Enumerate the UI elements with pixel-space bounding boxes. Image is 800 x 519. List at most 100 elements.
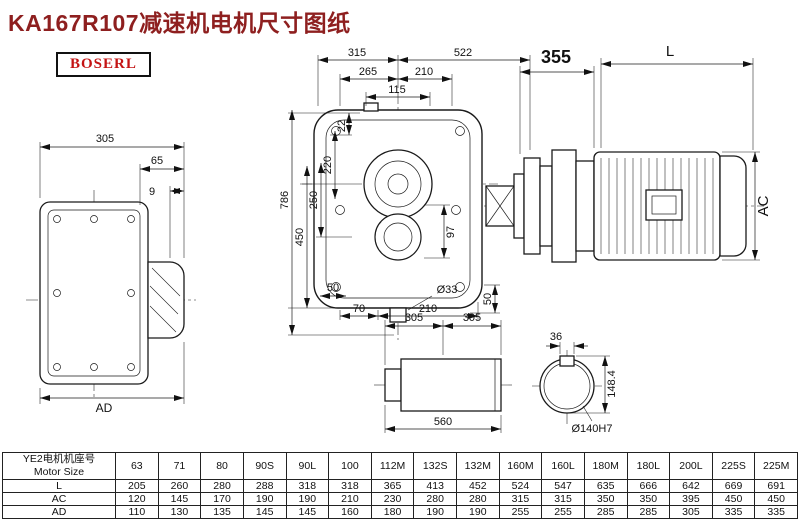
frame-size-col-header: 90L bbox=[285, 452, 330, 480]
dim-front-210-top: 210 bbox=[415, 66, 433, 78]
dim-value-cell: 350 bbox=[626, 492, 671, 506]
dim-shaft-560: 560 bbox=[434, 416, 452, 428]
frame-size-col-header: 132S bbox=[413, 452, 457, 480]
dim-value-cell: 288 bbox=[242, 479, 287, 493]
dim-value-cell: 305 bbox=[669, 505, 713, 519]
dim-value-cell: 130 bbox=[157, 505, 202, 519]
dim-value-cell: 190 bbox=[285, 492, 330, 506]
dim-front-522: 522 bbox=[454, 47, 472, 59]
dim-value-cell: 280 bbox=[413, 492, 457, 506]
frame-size-col-header: 112M bbox=[370, 452, 415, 480]
dim-value-cell: 170 bbox=[200, 492, 244, 506]
dim-value-cell: 145 bbox=[285, 505, 330, 519]
dim-rear-9: 9 bbox=[149, 186, 155, 198]
dim-front-210-bottom: 210 bbox=[419, 303, 437, 315]
dim-value-cell: 669 bbox=[711, 479, 756, 493]
row-label: AD bbox=[2, 505, 116, 519]
frame-size-col-header: 71 bbox=[157, 452, 202, 480]
dim-front-50-right: 50 bbox=[482, 293, 494, 305]
frame-size-col-header: 160M bbox=[498, 452, 543, 480]
dim-value-cell: 160 bbox=[328, 505, 372, 519]
dim-value-cell: 395 bbox=[669, 492, 713, 506]
dim-front-786: 786 bbox=[279, 191, 291, 209]
frame-size-col-header: 180L bbox=[626, 452, 671, 480]
dim-value-cell: 335 bbox=[754, 505, 798, 519]
rear-view: 305 65 9 AD bbox=[26, 133, 196, 415]
dim-shaft-305-right: 305 bbox=[463, 312, 481, 324]
frame-size-col-header: 90S bbox=[242, 452, 287, 480]
dim-rear-305: 305 bbox=[96, 133, 114, 145]
dim-value-cell: 635 bbox=[583, 479, 628, 493]
frame-size-col-header: 225M bbox=[754, 452, 798, 480]
dim-value-cell: 450 bbox=[754, 492, 798, 506]
front-view: 315 522 265 210 115 22 220 250 450 786 9… bbox=[279, 47, 531, 340]
page-title: KA167R107减速机电机尺寸图纸 bbox=[8, 10, 351, 36]
dim-value-cell: 145 bbox=[242, 505, 287, 519]
row-label: AC bbox=[2, 492, 116, 506]
dim-value-cell: 413 bbox=[413, 479, 457, 493]
dim-value-cell: 365 bbox=[370, 479, 415, 493]
dim-value-cell: 524 bbox=[498, 479, 543, 493]
brand-logo: BOSERL bbox=[56, 52, 151, 77]
dim-value-cell: 452 bbox=[456, 479, 500, 493]
dim-motor-AC: AC bbox=[755, 195, 772, 216]
dim-value-cell: 255 bbox=[498, 505, 543, 519]
dim-front-115: 115 bbox=[388, 84, 406, 96]
dim-front-70: 70 bbox=[353, 303, 365, 315]
motor-side-view: 355 L AC bbox=[484, 43, 772, 263]
dim-front-315: 315 bbox=[348, 47, 366, 59]
dim-front-220: 220 bbox=[322, 156, 334, 174]
dim-value-cell: 450 bbox=[711, 492, 756, 506]
frame-size-col-header: 180M bbox=[583, 452, 628, 480]
dim-value-cell: 642 bbox=[669, 479, 713, 493]
dim-value-cell: 120 bbox=[115, 492, 159, 506]
dim-rear-65: 65 bbox=[151, 155, 163, 167]
frame-size-col-header: 160L bbox=[541, 452, 585, 480]
dim-value-cell: 180 bbox=[370, 505, 415, 519]
dim-motor-355: 355 bbox=[541, 47, 571, 67]
dim-value-cell: 190 bbox=[242, 492, 287, 506]
frame-size-col-header: 225S bbox=[711, 452, 756, 480]
frame-size-col-header: 100 bbox=[328, 452, 372, 480]
shaft-view: 305 305 560 bbox=[374, 312, 514, 433]
dim-value-cell: 280 bbox=[456, 492, 500, 506]
dim-front-d33: Ø33 bbox=[437, 284, 458, 296]
dim-value-cell: 315 bbox=[498, 492, 543, 506]
frame-size-col-header: 200L bbox=[669, 452, 713, 480]
dim-value-cell: 335 bbox=[711, 505, 756, 519]
row-label: L bbox=[2, 479, 116, 493]
dim-value-cell: 285 bbox=[626, 505, 671, 519]
dim-front-22: 22 bbox=[336, 120, 348, 132]
dim-value-cell: 666 bbox=[626, 479, 671, 493]
frame-size-col-header: 63 bbox=[115, 452, 159, 480]
dim-shaft-305-left: 305 bbox=[405, 312, 423, 324]
dim-value-cell: 110 bbox=[115, 505, 159, 519]
dim-front-97: 97 bbox=[445, 226, 457, 238]
dim-value-cell: 691 bbox=[754, 479, 798, 493]
dim-value-cell: 547 bbox=[541, 479, 585, 493]
dim-front-50-left: 50 bbox=[327, 282, 339, 294]
dim-value-cell: 315 bbox=[541, 492, 585, 506]
technical-drawing: 305 65 9 AD 315 bbox=[26, 43, 772, 435]
dim-value-cell: 230 bbox=[370, 492, 415, 506]
dim-value-cell: 350 bbox=[583, 492, 628, 506]
dim-value-cell: 318 bbox=[285, 479, 330, 493]
dim-bore-140H7: Ø140H7 bbox=[572, 423, 613, 435]
frame-size-col-header: 80 bbox=[200, 452, 244, 480]
dim-value-cell: 210 bbox=[328, 492, 372, 506]
dim-value-cell: 205 bbox=[115, 479, 159, 493]
dim-motor-L: L bbox=[666, 43, 674, 60]
dim-value-cell: 190 bbox=[456, 505, 500, 519]
dim-bore-148: 148.4 bbox=[606, 370, 618, 398]
dim-front-450: 450 bbox=[294, 228, 306, 246]
dim-value-cell: 318 bbox=[328, 479, 372, 493]
dim-value-cell: 135 bbox=[200, 505, 244, 519]
dim-value-cell: 260 bbox=[157, 479, 202, 493]
